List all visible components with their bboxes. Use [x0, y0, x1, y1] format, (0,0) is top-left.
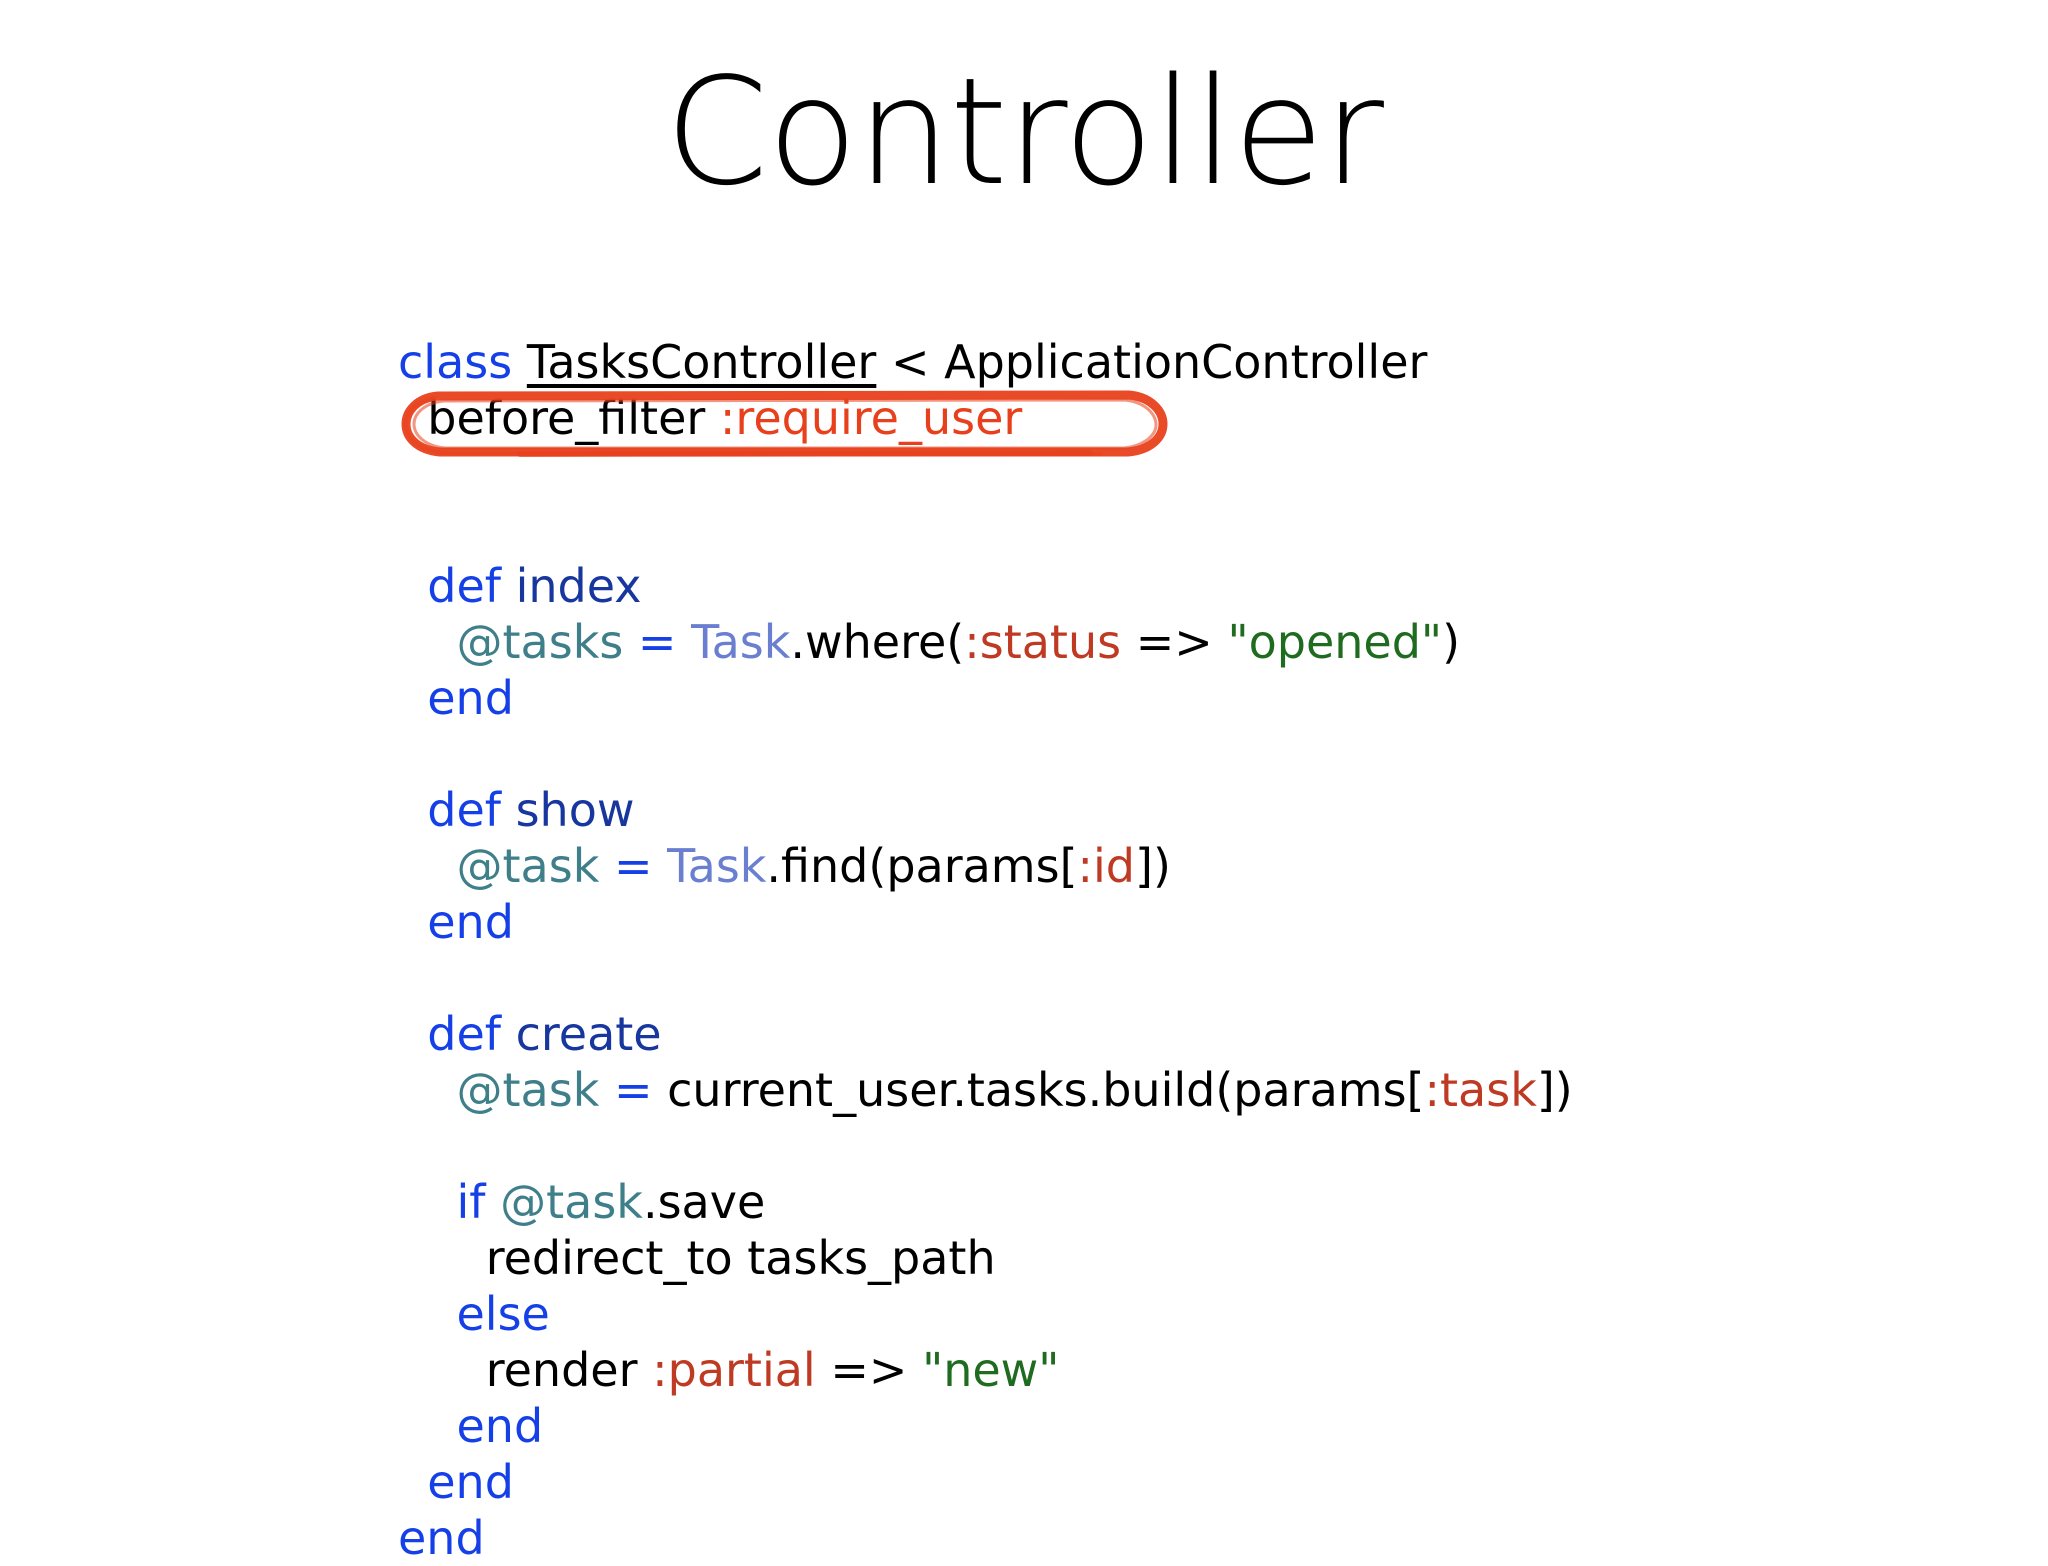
code-token: :task — [1424, 1063, 1537, 1117]
code-token: index — [515, 559, 642, 613]
code-line: def index — [398, 558, 1958, 614]
code-token: => — [830, 1343, 908, 1397]
code-token: end — [427, 895, 514, 949]
code-token: => — [1135, 615, 1213, 669]
code-token: end — [427, 671, 514, 725]
code-token — [512, 335, 527, 389]
code-line: end — [398, 1398, 1958, 1454]
code-token: .find(params[ — [766, 839, 1078, 893]
code-token — [1213, 615, 1228, 669]
code-line: render :partial => "new" — [398, 1342, 1958, 1398]
code-line: else — [398, 1286, 1958, 1342]
code-line — [398, 446, 1958, 502]
code-token: def — [427, 559, 501, 613]
code-token: end — [398, 1511, 485, 1565]
code-token — [1121, 615, 1136, 669]
code-token: @task — [500, 1175, 643, 1229]
code-line — [398, 1118, 1958, 1174]
code-line — [398, 726, 1958, 782]
code-token: ) — [1442, 615, 1461, 669]
code-token: "new" — [922, 1343, 1060, 1397]
code-token: show — [515, 783, 635, 837]
code-line: end — [398, 670, 1958, 726]
page-title: Controller — [664, 46, 1384, 218]
code-line: @task = current_user.tasks.build(params[… — [398, 1062, 1958, 1118]
code-token: else — [456, 1287, 550, 1341]
code-token — [501, 559, 516, 613]
code-token — [653, 839, 668, 893]
code-line — [398, 502, 1958, 558]
code-token — [653, 1063, 668, 1117]
code-token: Task — [691, 615, 791, 669]
code-token — [599, 839, 614, 893]
code-token: = — [613, 839, 653, 893]
code-token: render — [485, 1343, 653, 1397]
code-token: end — [456, 1399, 544, 1453]
code-token — [599, 1063, 614, 1117]
code-token: = — [637, 615, 677, 669]
code-token: current_user.tasks.build(params[ — [667, 1063, 1425, 1117]
code-token — [501, 783, 516, 837]
code-token: @task — [456, 839, 600, 893]
code-line: end — [398, 1510, 1958, 1566]
code-token: def — [427, 783, 501, 837]
code-token — [676, 615, 691, 669]
code-token — [816, 1343, 831, 1397]
code-token: end — [427, 1455, 514, 1509]
code-token: "opened" — [1227, 615, 1443, 669]
code-token: create — [515, 1007, 662, 1061]
code-token: class — [398, 335, 513, 389]
code-token: @tasks — [456, 615, 624, 669]
code-line: @task = Task.find(params[:id]) — [398, 838, 1958, 894]
code-token: = — [613, 1063, 653, 1117]
code-token: :partial — [652, 1343, 816, 1397]
code-line: @tasks = Task.where(:status => "opened") — [398, 614, 1958, 670]
code-line — [398, 950, 1958, 1006]
code-line: before_filter :require_user — [398, 390, 1958, 446]
code-token: :id — [1077, 839, 1136, 893]
code-token: TasksController — [526, 335, 877, 389]
code-line: if @task.save — [398, 1174, 1958, 1230]
code-token — [907, 1343, 922, 1397]
code-token: .save — [642, 1175, 766, 1229]
code-token — [623, 615, 638, 669]
code-line: class TasksController < ApplicationContr… — [398, 334, 1958, 390]
code-token: :require_user — [719, 391, 1023, 445]
code-token: ]) — [1536, 1063, 1573, 1117]
code-line: def create — [398, 1006, 1958, 1062]
code-token: if — [456, 1175, 486, 1229]
code-token: @task — [456, 1063, 600, 1117]
code-line: def show — [398, 782, 1958, 838]
code-line: end — [398, 894, 1958, 950]
code-token: redirect_to tasks_path — [485, 1231, 996, 1285]
code-token: before_filter — [427, 391, 720, 445]
code-token — [485, 1175, 500, 1229]
code-token: < ApplicationController — [876, 335, 1428, 389]
code-token: Task — [667, 839, 767, 893]
code-token: .where( — [790, 615, 965, 669]
code-line: redirect_to tasks_path — [398, 1230, 1958, 1286]
code-token — [501, 1007, 516, 1061]
code-line: end — [398, 1454, 1958, 1510]
code-token: def — [427, 1007, 501, 1061]
code-token: ]) — [1135, 839, 1171, 893]
code-block: class TasksController < ApplicationContr… — [398, 334, 1958, 1566]
code-token: :status — [964, 615, 1122, 669]
